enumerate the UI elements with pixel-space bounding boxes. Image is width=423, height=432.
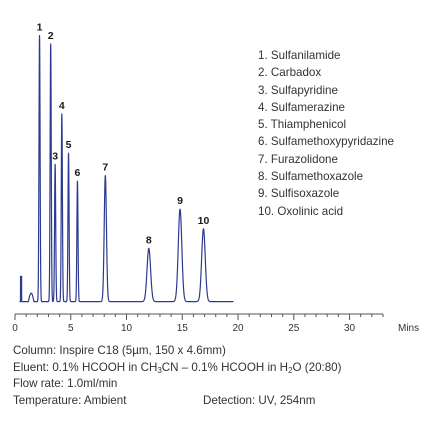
x-tick-label: 0: [12, 323, 18, 334]
peak-labels: 12 3 4 5 6 7 8 9 10: [37, 22, 210, 247]
eluent-text-c: O (20:80): [292, 360, 342, 374]
eluent-subscript-2: 2: [288, 365, 293, 375]
flow-rate-info: Flow rate: 1.0ml/min: [13, 377, 118, 391]
eluent-text-b: CN – 0.1% HCOOH in H: [161, 360, 289, 374]
peak-label-3: 3: [52, 150, 58, 162]
x-axis-title: Mins: [398, 323, 419, 334]
peak-label-5: 5: [66, 139, 72, 151]
peak-label-10: 10: [198, 215, 210, 227]
x-tick-label: 30: [344, 323, 356, 334]
column-info: Column: Inspire C18 (5µm, 150 x 4.6mm): [13, 344, 226, 357]
legend-entry: 7. Furazolidone: [258, 152, 338, 166]
peak-label-2: 2: [48, 30, 54, 42]
chromatogram-chart: 0 5 10 15 20 25 30 Mins 12 3 4 5 6 7 8 9 10: [12, 22, 419, 334]
chart-legend: 1. Sulfanilamide 2. Carbadox 3. Sulfapyr…: [258, 47, 394, 220]
peak-label-7: 7: [102, 162, 108, 174]
legend-entry: 5. Thiamphenicol: [258, 118, 347, 132]
legend-entry: 2. Carbadox: [258, 66, 322, 80]
x-tick-label: 20: [232, 323, 244, 334]
method-conditions: Column: Inspire C18 (5µm, 150 x 4.6mm) E…: [13, 343, 342, 409]
x-tick-label: 10: [121, 323, 133, 334]
x-tick-label: 5: [68, 323, 74, 334]
legend-entry: 4. Sulfamerazine: [258, 100, 345, 114]
x-tick-label: 15: [177, 323, 189, 334]
detection-info: Detection: UV, 254nm: [203, 393, 316, 407]
legend-entry: 3. Sulfapyridine: [258, 83, 338, 97]
eluent-text-a: Eluent: 0.1% HCOOH in CH: [13, 360, 158, 374]
temperature-detection-row: Temperature: Ambient Detection: UV, 254n…: [13, 393, 342, 410]
peak-label-6: 6: [75, 167, 81, 179]
peak-label-9: 9: [177, 195, 183, 207]
x-tick-label: 25: [288, 323, 300, 334]
temperature-info: Temperature: Ambient: [13, 393, 127, 407]
chromatogram-line: [18, 35, 234, 303]
legend-entry: 6. Sulfamethoxypyridazine: [258, 135, 394, 149]
eluent-subscript-1: 3: [157, 365, 162, 375]
x-axis: 0 5 10 15 20 25 30 Mins: [12, 313, 419, 334]
peak-label-8: 8: [146, 234, 152, 246]
legend-entry: 8. Sulfamethoxazole: [258, 170, 364, 184]
peak-label-4: 4: [59, 100, 65, 112]
legend-entry: 9. Sulfisoxazole: [258, 187, 340, 201]
eluent-info: Eluent: 0.1% HCOOH in CH3CN – 0.1% HCOOH…: [13, 360, 342, 377]
chromatogram-trace: [18, 35, 234, 303]
legend-entry: 1. Sulfanilamide: [258, 49, 341, 62]
legend-entry: 10. Oxolinic acid: [258, 204, 344, 218]
peak-label-1: 1: [37, 22, 43, 34]
